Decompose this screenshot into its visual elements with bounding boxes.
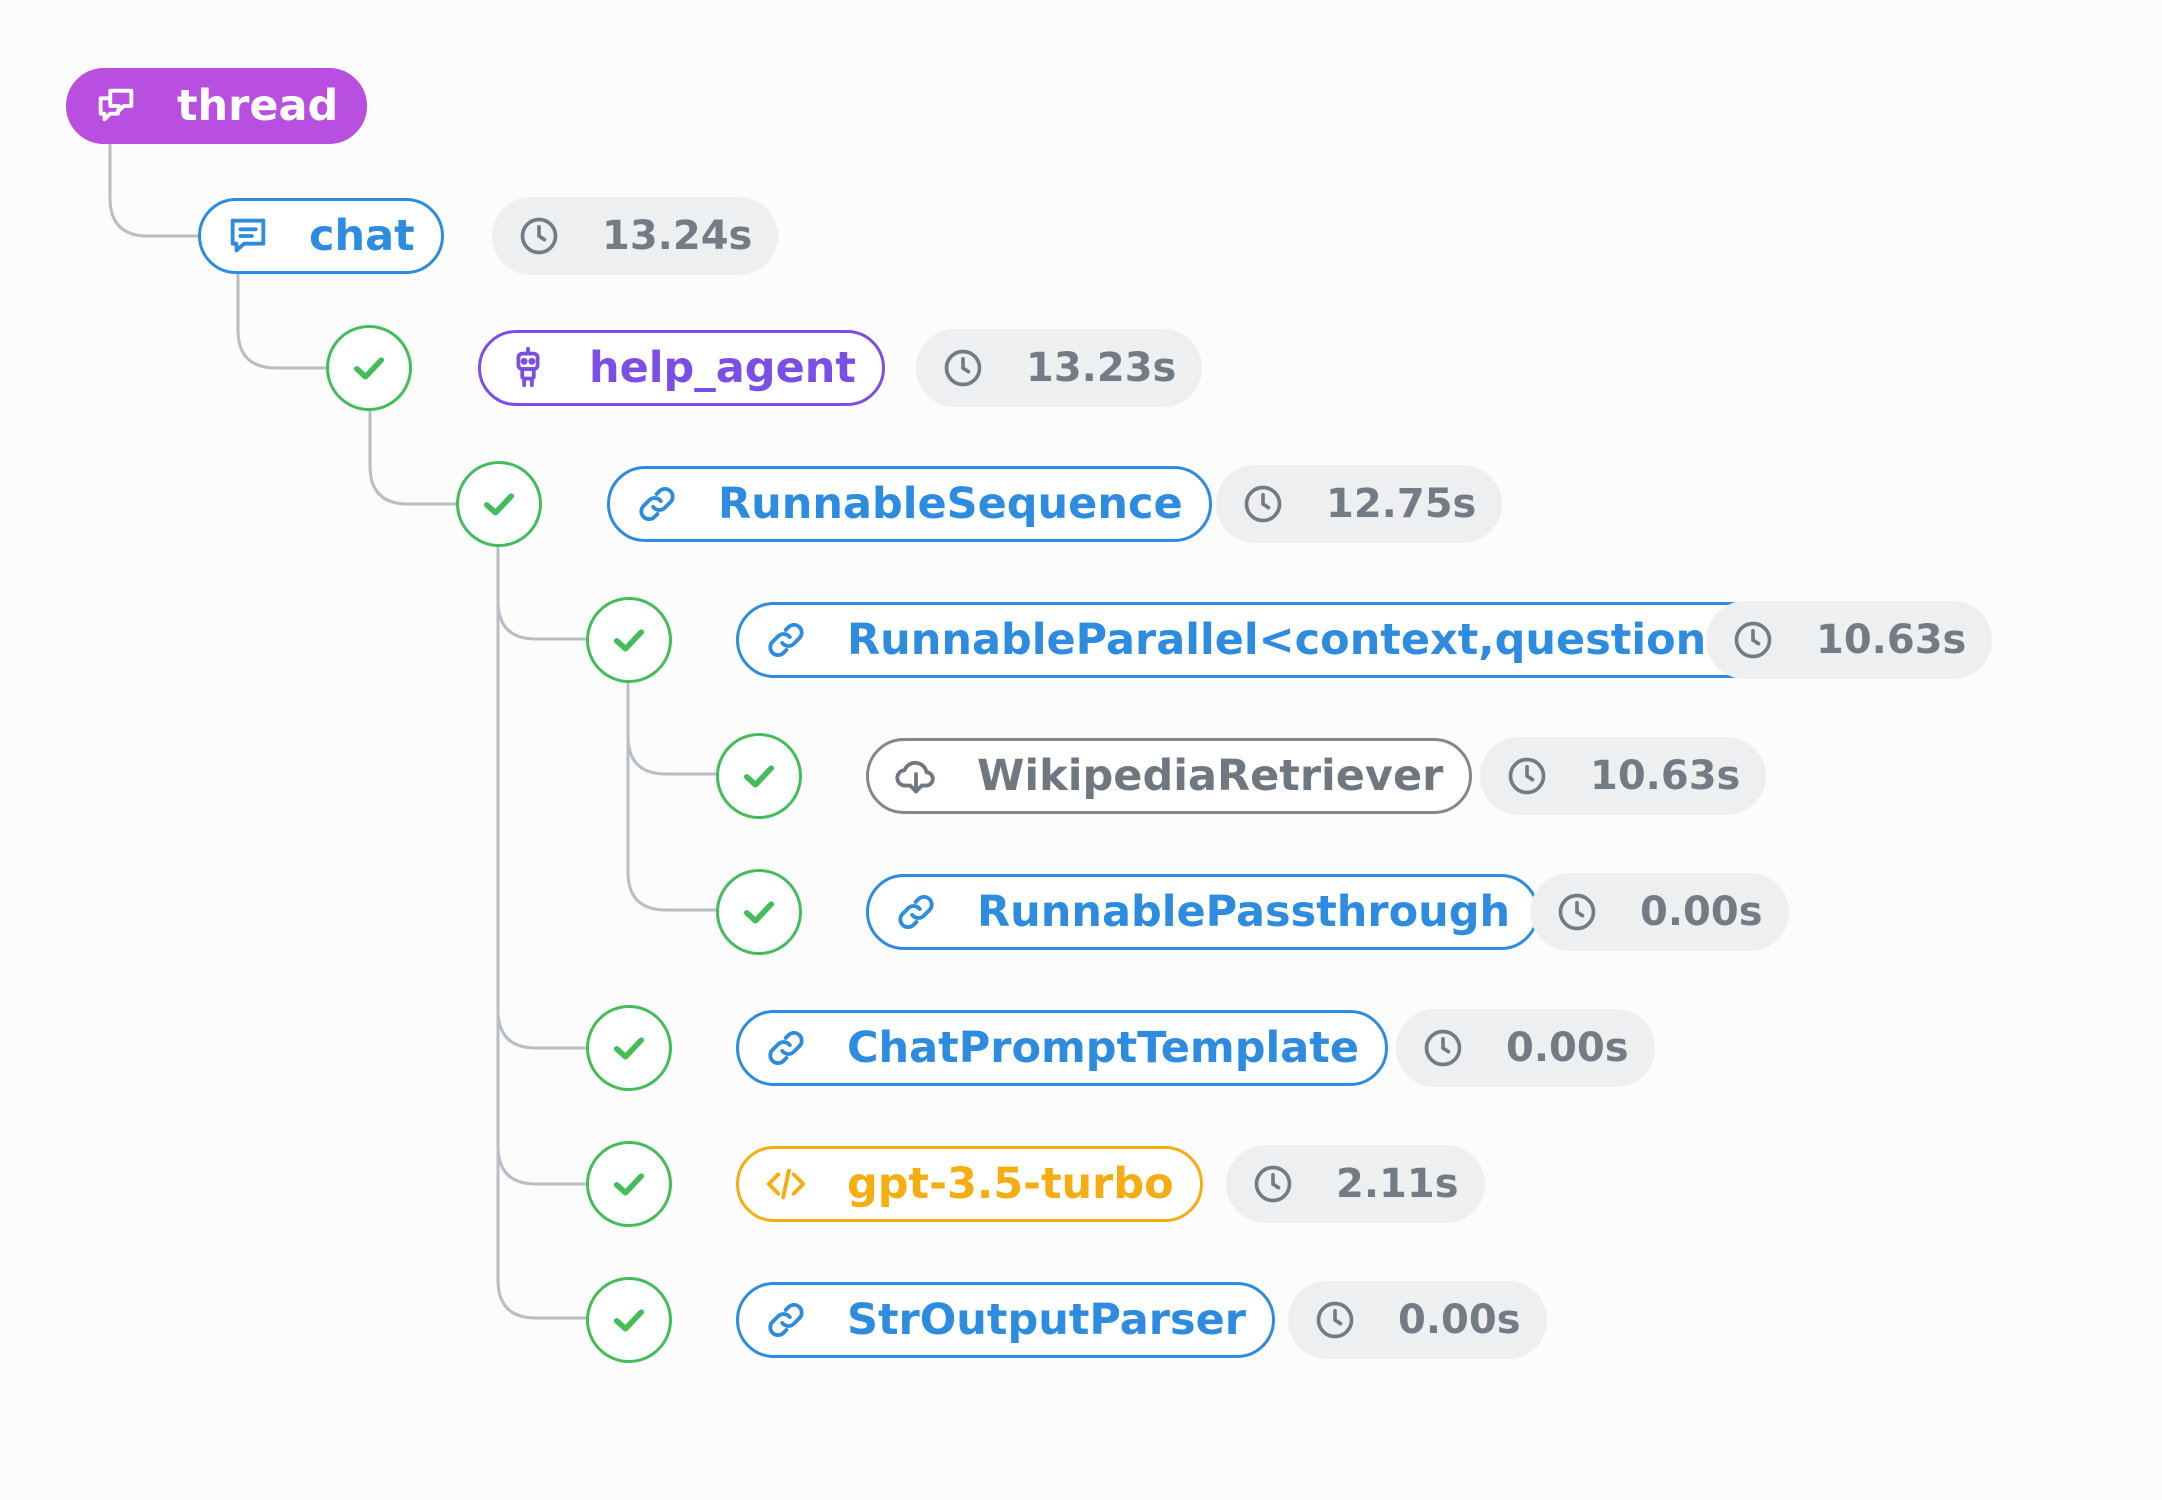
message-icon	[223, 211, 273, 261]
clock-icon	[1312, 1297, 1358, 1343]
clock-icon	[1554, 889, 1600, 935]
duration-badge: 0.00s	[1530, 873, 1789, 951]
clock-icon	[940, 345, 986, 391]
node-label: RunnablePassthrough	[977, 887, 1511, 937]
node-gpt-3-5-turbo[interactable]: gpt-3.5-turbo	[736, 1146, 1203, 1222]
connector-chat-help-agent	[236, 273, 328, 370]
status-success-icon	[326, 325, 412, 411]
duration-text: 0.00s	[1640, 889, 1763, 935]
connector-parallel-trunk	[626, 682, 718, 912]
chat-bubbles-icon	[91, 81, 141, 131]
node-label: RunnableSequence	[718, 479, 1183, 529]
duration-badge: 0.00s	[1396, 1009, 1655, 1087]
duration-badge: 10.63s	[1706, 601, 1993, 679]
robot-icon	[503, 343, 553, 393]
status-success-icon	[586, 597, 672, 683]
clock-icon	[1504, 753, 1550, 799]
status-success-icon	[586, 1141, 672, 1227]
link-icon	[761, 615, 811, 665]
duration-badge: 13.23s	[916, 329, 1203, 407]
node-label: gpt-3.5-turbo	[847, 1159, 1174, 1209]
node-thread[interactable]: thread	[66, 68, 368, 144]
status-success-icon	[586, 1277, 672, 1363]
duration-text: 13.23s	[1026, 345, 1177, 391]
status-success-icon	[586, 1005, 672, 1091]
link-icon	[891, 887, 941, 937]
node-str-output-parser[interactable]: StrOutputParser	[736, 1282, 1275, 1358]
status-success-icon	[716, 733, 802, 819]
duration-text: 10.63s	[1590, 753, 1741, 799]
node-runnable-sequence[interactable]: RunnableSequence	[607, 466, 1212, 542]
node-label: ChatPromptTemplate	[847, 1023, 1359, 1073]
link-icon	[761, 1023, 811, 1073]
node-wikipedia-retriever[interactable]: WikipediaRetriever	[866, 738, 1473, 814]
node-label: WikipediaRetriever	[977, 751, 1444, 801]
link-icon	[632, 479, 682, 529]
connector-agent-sequence	[368, 410, 458, 506]
status-success-icon	[716, 869, 802, 955]
node-label: RunnableParallel<context,question>	[847, 615, 1743, 665]
cloud-download-icon	[891, 751, 941, 801]
duration-text: 10.63s	[1816, 617, 1967, 663]
duration-text: 12.75s	[1326, 481, 1477, 527]
connector-sequence-trunk	[496, 546, 588, 1320]
clock-icon	[516, 213, 562, 259]
duration-text: 0.00s	[1398, 1297, 1521, 1343]
connector-sequence-prompt	[496, 1008, 588, 1050]
duration-text: 0.00s	[1506, 1025, 1629, 1071]
clock-icon	[1730, 617, 1776, 663]
status-success-icon	[456, 461, 542, 547]
duration-text: 13.24s	[602, 213, 753, 259]
link-icon	[761, 1295, 811, 1345]
node-label: StrOutputParser	[847, 1295, 1246, 1345]
node-label: help_agent	[589, 343, 856, 393]
node-chat[interactable]: chat	[198, 198, 444, 274]
connector-sequence-parallel	[496, 599, 588, 641]
duration-badge: 13.24s	[492, 197, 779, 275]
node-runnable-parallel[interactable]: RunnableParallel<context,question>	[736, 602, 1772, 678]
clock-icon	[1420, 1025, 1466, 1071]
node-runnable-passthrough[interactable]: RunnablePassthrough	[866, 874, 1540, 950]
duration-text: 2.11s	[1336, 1161, 1459, 1207]
clock-icon	[1240, 481, 1286, 527]
duration-badge: 10.63s	[1480, 737, 1767, 815]
connector-thread-chat	[108, 143, 200, 238]
duration-badge: 2.11s	[1226, 1145, 1485, 1223]
node-chat-prompt-template[interactable]: ChatPromptTemplate	[736, 1010, 1388, 1086]
duration-badge: 0.00s	[1288, 1281, 1547, 1359]
code-icon	[761, 1159, 811, 1209]
node-label: chat	[309, 211, 415, 261]
duration-badge: 12.75s	[1216, 465, 1503, 543]
connector-sequence-llm	[496, 1144, 588, 1186]
connector-parallel-retriever	[626, 734, 718, 776]
node-label: thread	[177, 81, 339, 131]
clock-icon	[1250, 1161, 1296, 1207]
node-help-agent[interactable]: help_agent	[478, 330, 885, 406]
